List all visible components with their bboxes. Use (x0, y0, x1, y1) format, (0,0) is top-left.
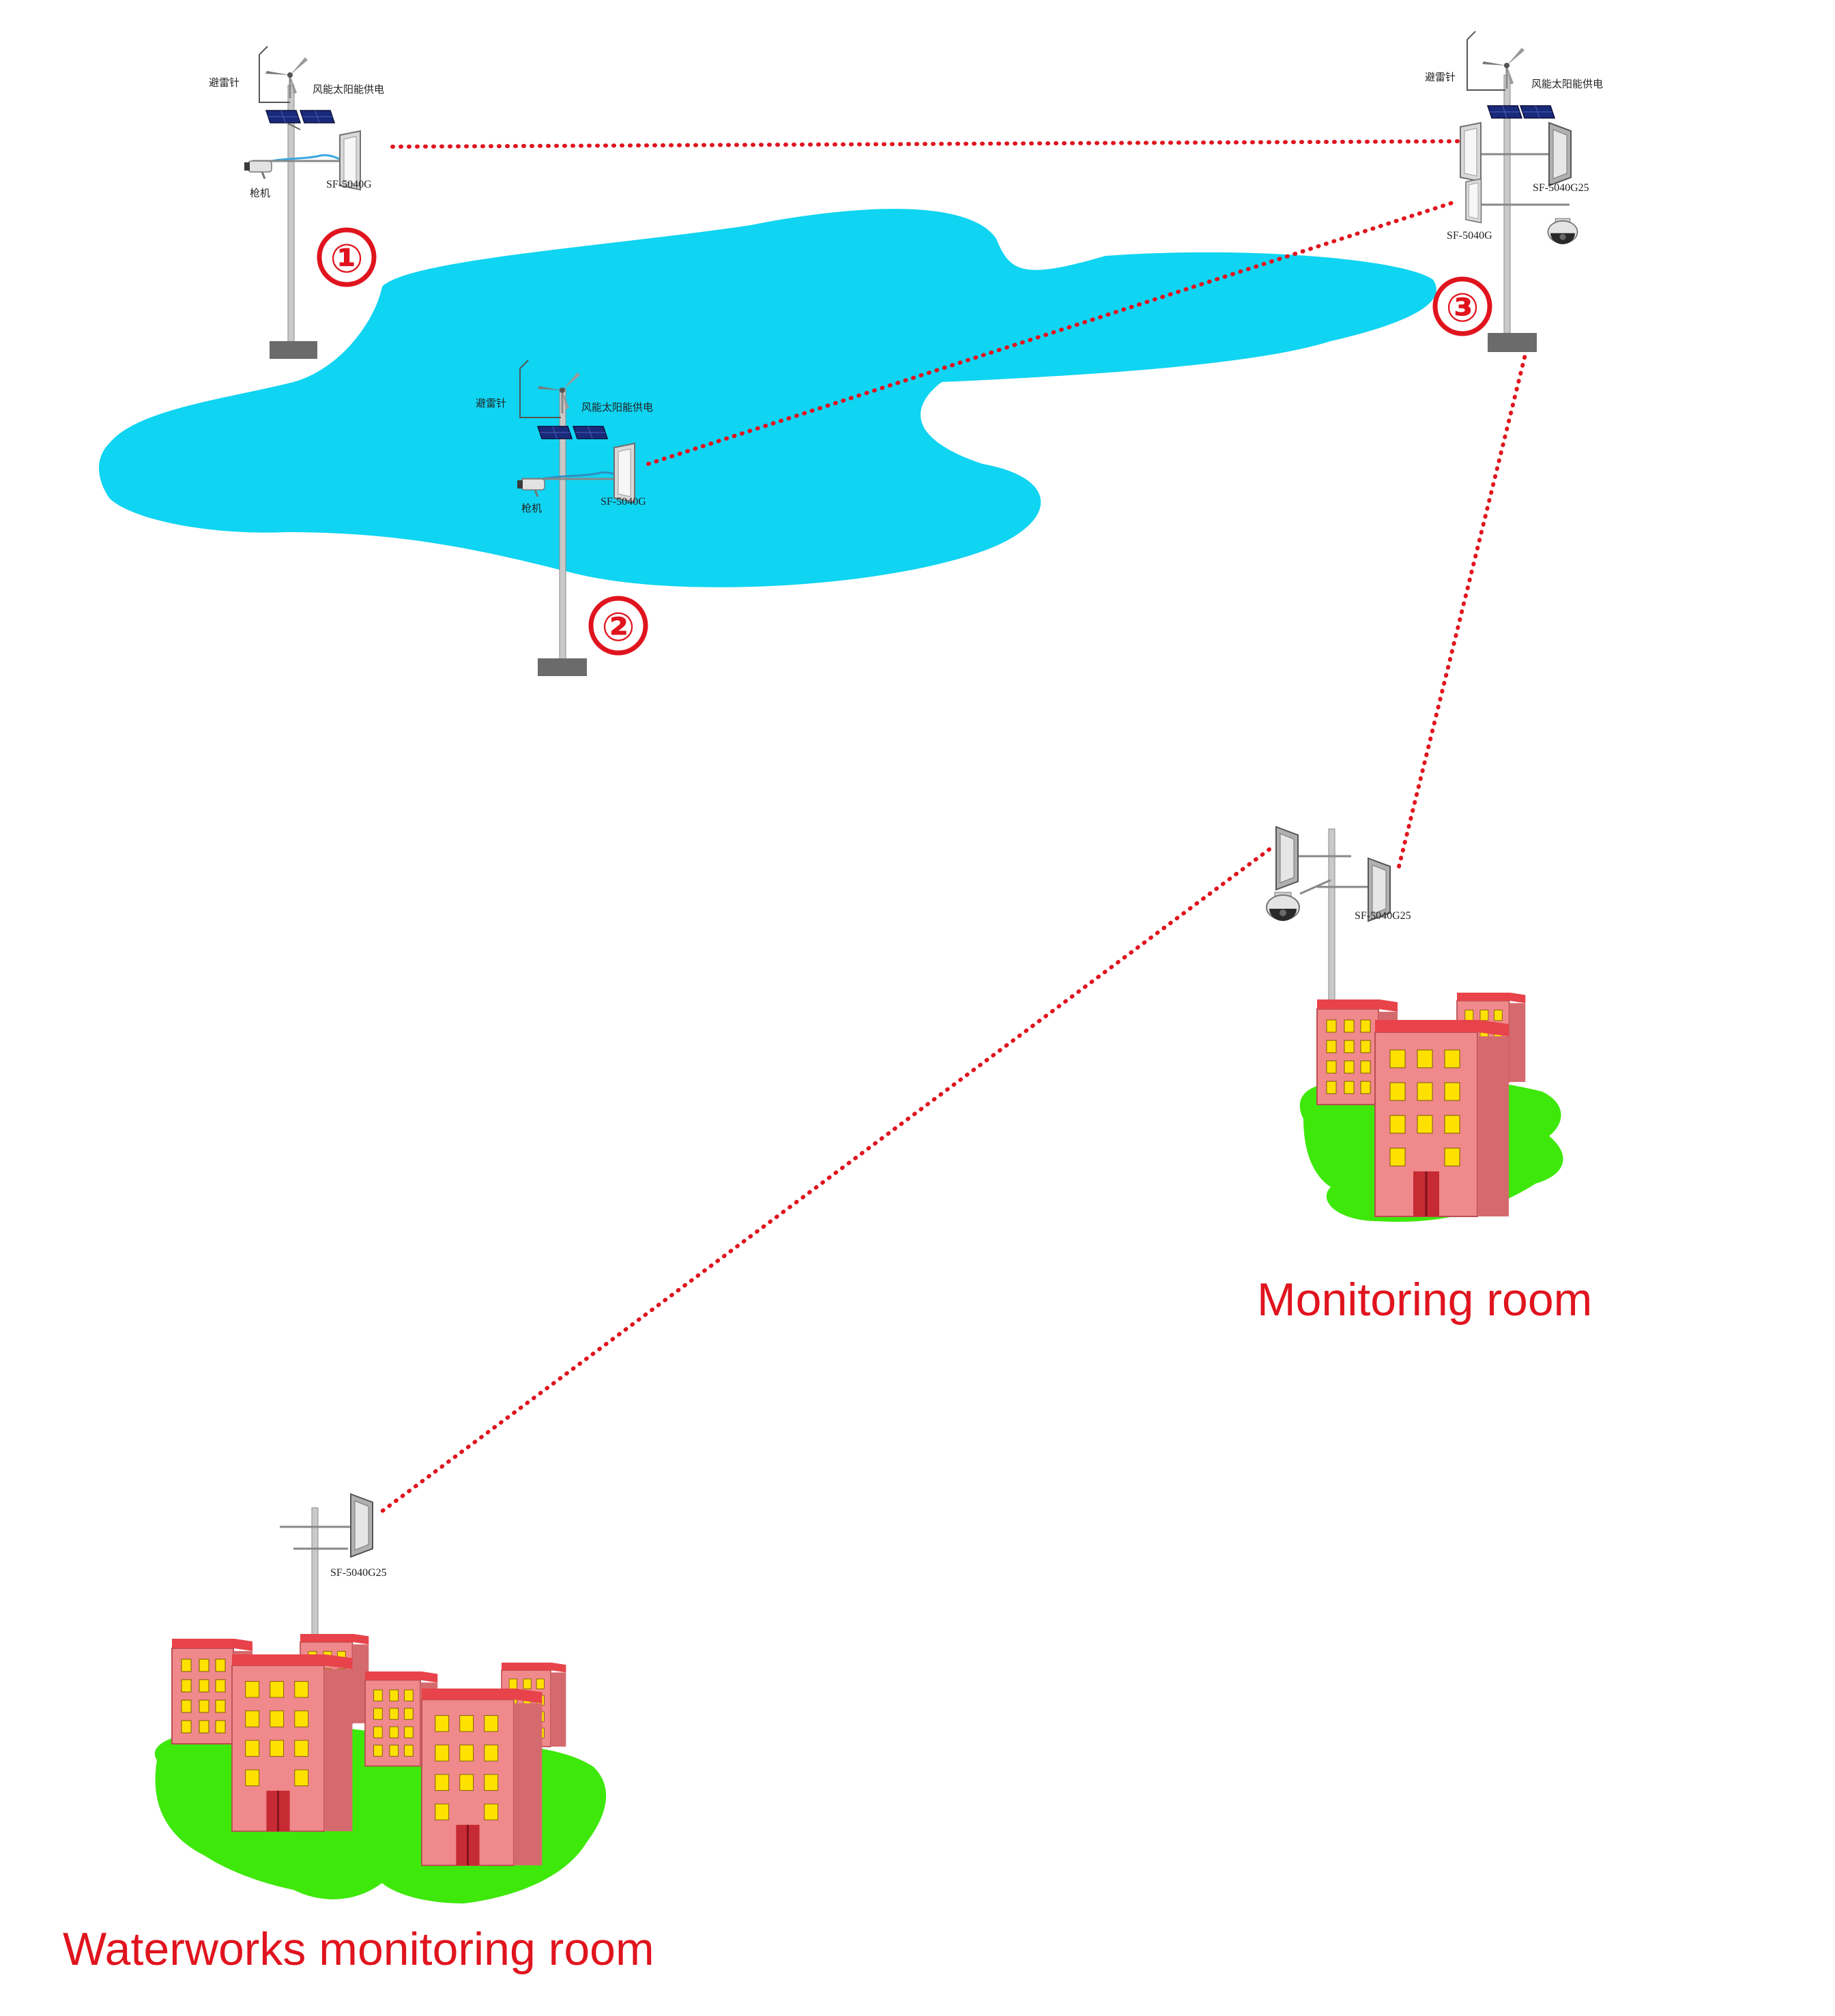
radio-antenna-icon (613, 443, 635, 503)
lightning-rod-label: 避雷针 (1425, 71, 1456, 83)
lightning-rod-icon (259, 46, 290, 103)
radio-model-label-a: SF-5040G25 (1533, 182, 1589, 194)
pole-base (270, 341, 317, 359)
building-icon (1374, 1019, 1510, 1218)
building-icon (420, 1687, 543, 1867)
radio-antenna-icon (1460, 122, 1482, 182)
link-site3-monitoring (1397, 339, 1531, 868)
radio-model-label: SF-5040G (601, 496, 646, 508)
svg-text:①: ① (330, 235, 363, 282)
waterworks-room-label: Waterworks monitoring room (63, 1923, 654, 1975)
monitoring-room: SF-5040G25 Monitoring room (1257, 826, 1592, 1326)
radio-model-label: SF-5040G25 (330, 1567, 387, 1579)
grid-antenna-icon (1275, 826, 1299, 890)
wireless-links (380, 139, 1531, 1513)
monitoring-room-label: Monitoring room (1257, 1274, 1592, 1326)
dome-camera-icon (1266, 892, 1300, 922)
wind-turbine-icon (264, 56, 309, 100)
radio-model-label: SF-5040G (326, 179, 372, 190)
lightning-rod-icon (1466, 31, 1505, 91)
grid-antenna-icon (1548, 122, 1572, 186)
link-site1-site3 (390, 139, 1462, 149)
site-number-badge: ② (588, 596, 648, 656)
power-label: 风能太阳能供电 (313, 83, 384, 96)
power-label: 风能太阳能供电 (1531, 78, 1603, 90)
dome-camera-icon (1547, 218, 1578, 245)
radio-model-label: SF-5040G25 (1355, 910, 1411, 922)
site-3: 避雷针 风能太阳能供电 SF-5040G25 SF-5040G ③ (1425, 31, 1603, 352)
svg-text:③: ③ (1445, 284, 1479, 331)
wind-turbine-icon (1481, 46, 1526, 90)
camera-label: 枪机 (521, 502, 542, 514)
lightning-rod-label: 避雷针 (476, 397, 506, 409)
pole-base (538, 658, 587, 676)
bullet-camera-icon (243, 160, 273, 180)
site-1: 避雷针 风能太阳能供电 枪机 SF-5040G ① (209, 46, 384, 359)
waterworks-monitoring-room: SF-5040G25 Waterworks monitoring room (63, 1493, 654, 1975)
solar-panel-icon (265, 110, 335, 130)
radio-antenna-icon (1465, 178, 1482, 224)
site-2: 避雷针 风能太阳能供电 枪机 SF-5040G ② (476, 360, 653, 676)
radio-model-label-b: SF-5040G (1447, 230, 1492, 242)
power-label: 风能太阳能供电 (581, 401, 653, 413)
lake (99, 209, 1436, 587)
pole-base (1488, 333, 1537, 352)
link-monitoring-waterworks (380, 847, 1271, 1513)
solar-panel-icon (1487, 105, 1555, 119)
site-number-badge: ① (317, 227, 377, 287)
lightning-rod-label: 避雷针 (209, 76, 240, 89)
svg-text:②: ② (601, 604, 635, 650)
site-number-badge: ③ (1432, 276, 1492, 336)
camera-label: 枪机 (250, 187, 270, 199)
building-icon (231, 1653, 353, 1832)
lightning-rod-icon (519, 360, 561, 418)
grid-antenna-icon (350, 1493, 373, 1558)
link-site2-site3 (646, 199, 1459, 466)
